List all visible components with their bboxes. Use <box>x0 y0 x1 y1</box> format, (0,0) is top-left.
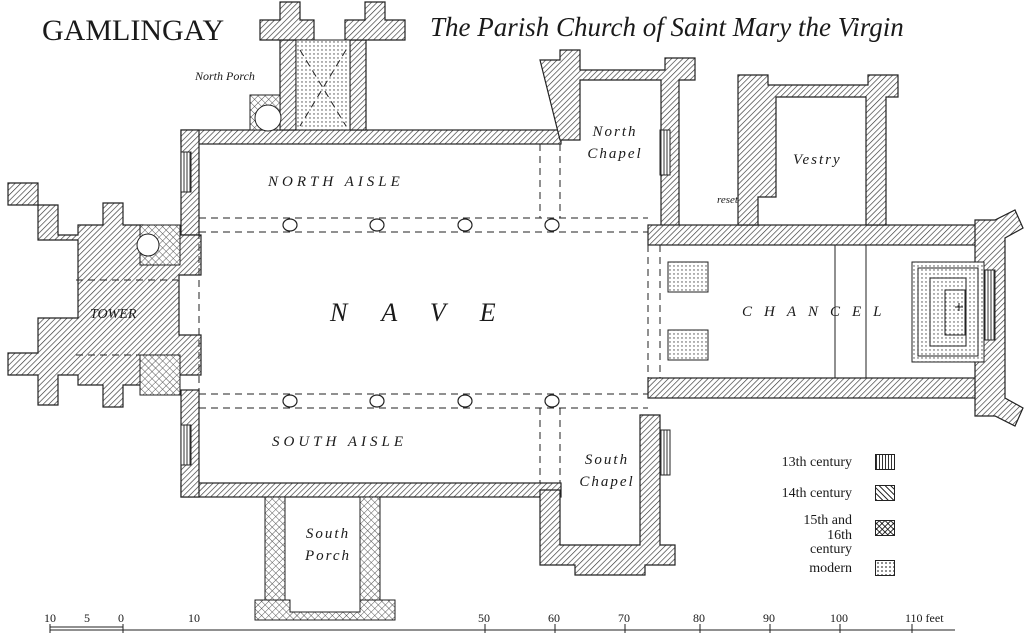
legend-swatch-14th <box>875 485 895 501</box>
walls-13th-century <box>180 129 996 476</box>
legend-label-14th: 14th century <box>781 486 852 501</box>
church-subtitle: The Parish Church of Saint Mary the Virg… <box>430 12 904 42</box>
scale-label: 90 <box>763 611 775 625</box>
walls-15th-16th-century <box>139 94 396 621</box>
label-north-aisle: NORTH AISLE <box>268 174 404 190</box>
church-title: GAMLINGAY <box>42 14 225 47</box>
label-vestry: Vestry <box>793 152 842 168</box>
scale-label: 10 <box>44 611 56 625</box>
piers <box>282 218 560 408</box>
walls-14th-century <box>7 1 1024 576</box>
legend-label-modern: modern <box>809 561 852 576</box>
stair-turrets <box>136 104 282 257</box>
label-north-porch: North Porch <box>195 69 255 83</box>
scale-label: 10 <box>188 611 200 625</box>
label-tower: TOWER <box>90 307 137 322</box>
scale-label: 60 <box>548 611 560 625</box>
label-south-aisle: SOUTH AISLE <box>272 434 407 450</box>
arcade-lines <box>76 49 661 483</box>
label-reset: reset <box>717 194 738 206</box>
scale-label: 5 <box>84 611 90 625</box>
scale-label: 50 <box>478 611 490 625</box>
scale-label: 100 <box>830 611 848 625</box>
legend-swatch-13th <box>875 454 895 470</box>
legend-swatch-15th-16th <box>875 520 895 536</box>
scale-bar <box>49 624 955 633</box>
scale-label: 0 <box>118 611 124 625</box>
label-south-chapel: South Chapel <box>579 452 635 490</box>
scale-label: 80 <box>693 611 705 625</box>
label-north-chapel: North Chapel <box>587 124 643 162</box>
chancel-details <box>834 245 979 378</box>
scale-label: 110 feet <box>905 611 944 625</box>
legend-swatch-modern <box>875 560 895 576</box>
walls-modern <box>295 39 985 363</box>
label-nave: NAVE <box>330 298 530 327</box>
legend-label-15th-16th: 15th and 16th century <box>803 513 852 558</box>
label-south-porch: South Porch <box>304 526 352 564</box>
scale-label: 70 <box>618 611 630 625</box>
legend-label-13th: 13th century <box>781 455 852 470</box>
label-chancel: CHANCEL <box>742 304 894 320</box>
